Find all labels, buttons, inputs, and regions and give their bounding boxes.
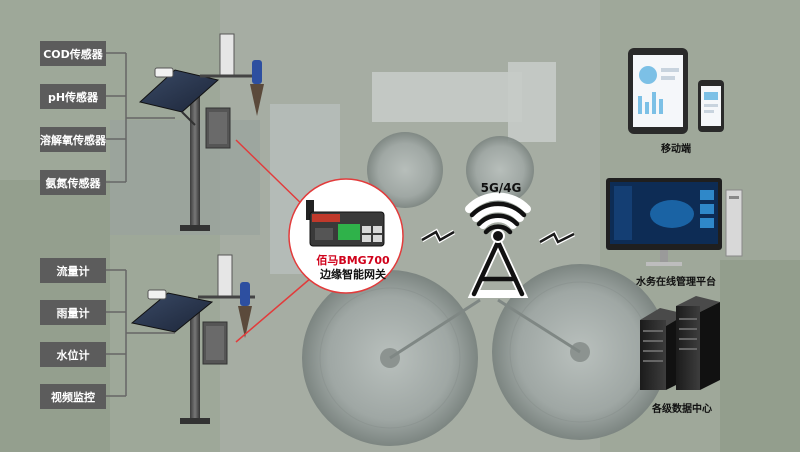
monitoring-station-bottom [130, 254, 255, 424]
cell-tower-icon [465, 192, 531, 298]
platform-monitor-icon [606, 178, 743, 266]
caption-mobile: 移动端 [661, 144, 691, 155]
bracket-top [106, 52, 175, 183]
mobile-devices-icon [628, 48, 724, 134]
label-rain-gauge: 雨量计 [40, 300, 106, 325]
gateway-description: 边缘智能网关 [320, 268, 386, 281]
caption-datacenter: 各级数据中心 [652, 404, 712, 415]
gateway-name: 佰马BMG700 [316, 254, 390, 267]
label-dissolved-oxygen-sensor: 溶解氧传感器 [40, 127, 106, 152]
network-label: 5G/4G [480, 181, 522, 195]
bracket-bottom [106, 269, 175, 397]
wireless-link-left-icon [420, 228, 456, 244]
gateway-callout-lines [235, 139, 319, 343]
caption-platform: 水务在线管理平台 [636, 277, 716, 288]
monitoring-station-top [138, 33, 264, 231]
wireless-link-right-icon [538, 230, 576, 246]
server-racks-icon [640, 296, 720, 390]
label-water-level-meter: 水位计 [40, 342, 106, 367]
label-ph-sensor: pH传感器 [40, 84, 106, 109]
label-ammonia-sensor: 氨氮传感器 [40, 170, 106, 195]
label-video-surveillance: 视频监控 [40, 384, 106, 409]
label-flow-meter: 流量计 [40, 258, 106, 283]
label-cod-sensor: COD传感器 [40, 41, 106, 66]
gateway-device [306, 200, 385, 247]
